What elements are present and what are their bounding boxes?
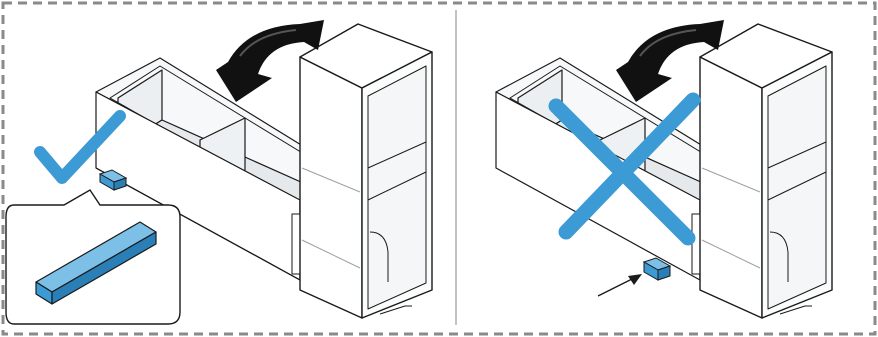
spacer-block-zoom bbox=[6, 190, 180, 324]
tall-column-left bbox=[300, 24, 432, 318]
panel-correct bbox=[6, 20, 432, 324]
pointer-arrow-icon bbox=[598, 274, 642, 296]
tall-column-right bbox=[700, 24, 832, 318]
panel-incorrect bbox=[496, 20, 832, 318]
